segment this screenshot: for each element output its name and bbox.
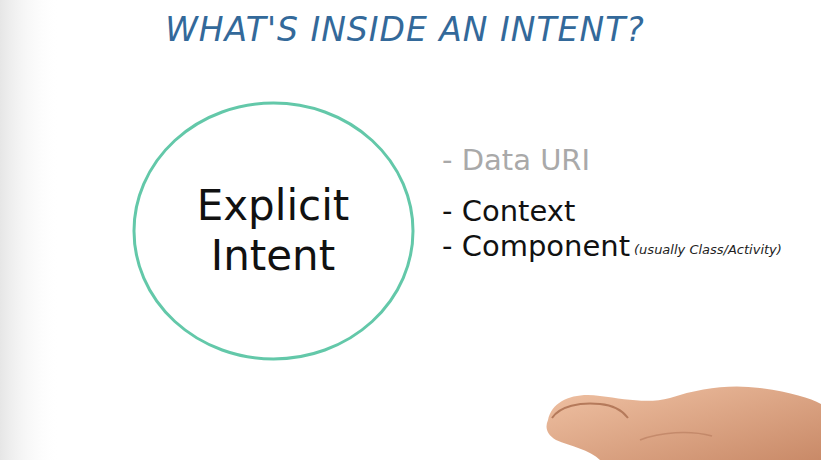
list-item: - Component bbox=[442, 229, 630, 263]
node-text-wrap: Explicit Intent bbox=[131, 100, 416, 362]
node-label: Explicit Intent bbox=[173, 181, 373, 282]
list-item: - Context bbox=[442, 194, 575, 228]
edge-shadow bbox=[0, 0, 60, 460]
intent-circle: Explicit Intent bbox=[131, 100, 416, 362]
hand-illustration bbox=[547, 386, 821, 460]
list-note: (usually Class/Activity) bbox=[634, 242, 782, 257]
list-item-greyed: - Data URI bbox=[442, 143, 590, 177]
diagram-title: WHAT'S INSIDE AN INTENT? bbox=[165, 10, 645, 49]
